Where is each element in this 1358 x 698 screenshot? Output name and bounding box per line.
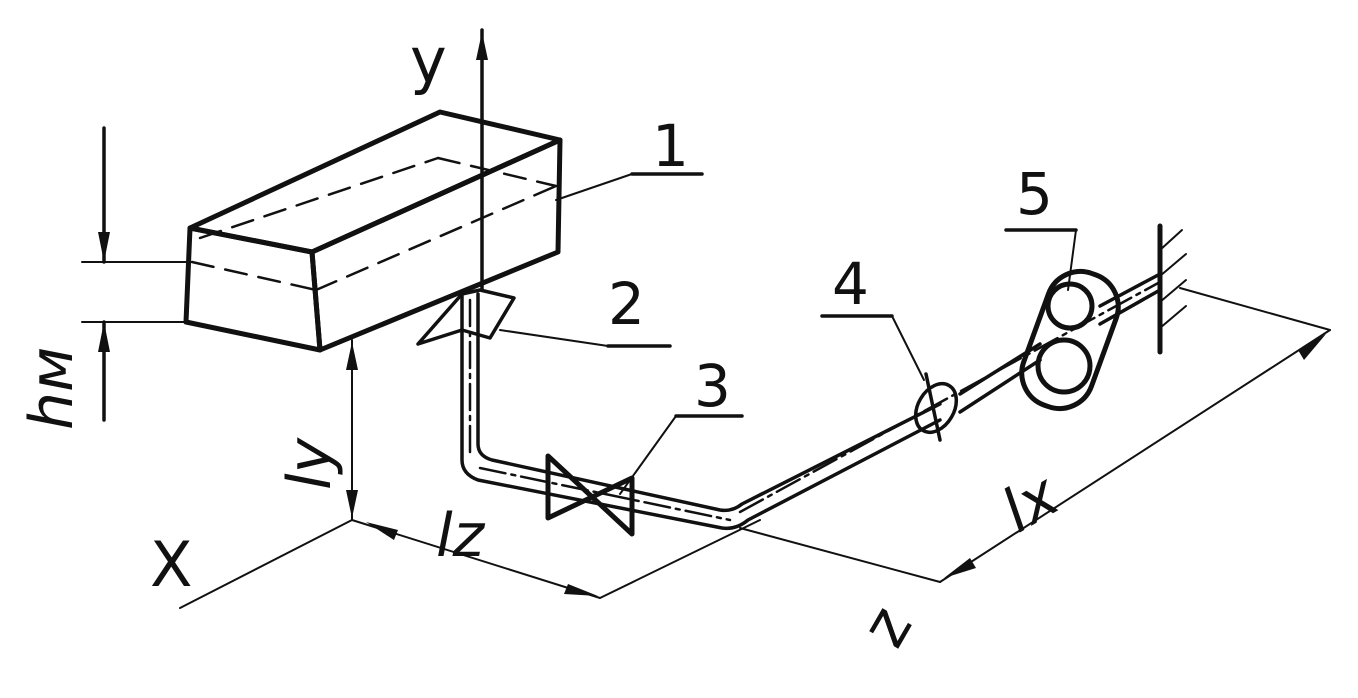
item-4-label: 4	[832, 250, 869, 318]
inlet-element	[416, 288, 516, 346]
item-3-label: 3	[694, 352, 731, 420]
item-1-label: 1	[652, 112, 689, 180]
ly-label: ly	[275, 436, 345, 490]
orifice	[913, 372, 959, 442]
axis-x-label: X	[150, 528, 192, 601]
hm-label: hм	[17, 347, 87, 430]
axis-y-label: y	[410, 24, 447, 97]
tank	[183, 109, 563, 353]
lz-dimension	[366, 522, 598, 596]
lx-label: lx	[990, 460, 1071, 547]
lx-dimension	[944, 334, 1326, 578]
leader-lines	[499, 172, 1078, 495]
hm-dimension	[81, 126, 193, 422]
ly-dimension	[346, 339, 358, 521]
lz-label: lz	[436, 501, 486, 571]
pipeline	[460, 272, 1162, 531]
y-axis	[476, 28, 488, 292]
wall	[1157, 223, 1187, 355]
axis-z-label: z	[847, 594, 926, 659]
flowmeter	[1019, 268, 1121, 412]
item-5-label: 5	[1016, 160, 1053, 228]
item-2-label: 2	[608, 270, 645, 338]
